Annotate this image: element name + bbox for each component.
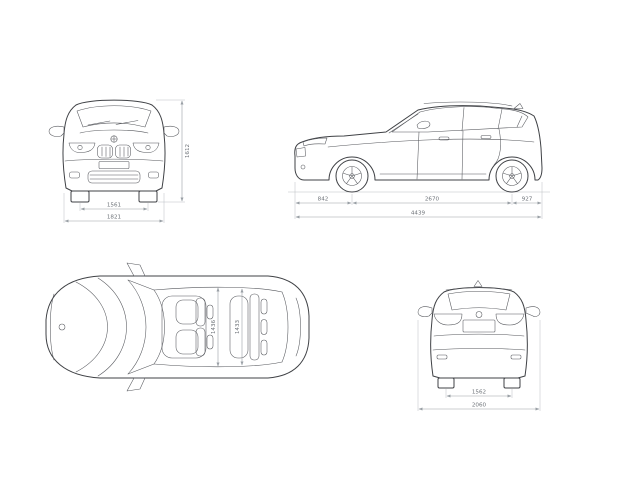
rear-door-seam — [461, 130, 464, 180]
rear-spoiler-line — [445, 287, 513, 291]
mirror-bottom — [126, 377, 146, 392]
dim-label-height: 1612 — [185, 144, 191, 158]
rear-view-drawing: 1562 2060 — [417, 280, 541, 411]
kidney-grille-right — [115, 144, 131, 159]
dim-label-rear-track: 1562 — [472, 390, 486, 396]
rear-glass-arc — [281, 291, 289, 363]
hood-roundel-icon — [58, 323, 66, 331]
side-view-drawing: 842 2670 927 4439 — [288, 101, 550, 219]
roof-side-lines — [153, 286, 283, 368]
rear-bumper-line — [432, 348, 526, 351]
dim-label-wheelbase: 2670 — [425, 197, 440, 203]
front-seats — [175, 297, 214, 357]
front-right-mirror — [163, 125, 180, 137]
mirror-top — [126, 262, 146, 277]
d-pillar-line — [516, 115, 523, 128]
rear-body-outline — [430, 287, 528, 379]
front-body-outline — [62, 99, 166, 192]
wiper-icon — [87, 120, 139, 126]
front-view-drawing: 1612 1561 1821 — [48, 99, 191, 223]
top-dimensions: 1436 1433 — [211, 287, 244, 367]
fog-lamp-right — [148, 171, 159, 179]
top-car-body — [45, 262, 310, 392]
front-left-mirror — [48, 125, 65, 137]
rear-mirror-right — [525, 306, 541, 317]
lower-intake — [87, 170, 141, 184]
rear-wheel-left — [437, 377, 455, 389]
hatch-bottom-line — [433, 333, 525, 337]
front-wheel — [335, 159, 369, 193]
side-mirror — [416, 120, 431, 129]
dim-label-front-track: 1561 — [107, 203, 122, 209]
sunroof-outline — [161, 295, 207, 359]
rear-dimensions: 1562 2060 — [417, 320, 541, 411]
front-bumper-line — [50, 293, 55, 361]
side-fog-lamp — [300, 164, 306, 170]
taillight-right — [495, 313, 525, 326]
windshield-base-arc — [127, 279, 147, 375]
rear-window — [447, 291, 511, 311]
front-wheel-right — [138, 190, 158, 203]
headlight-left — [68, 142, 96, 153]
dim-label-front-overhang: 842 — [318, 197, 329, 203]
rear-wheel-right — [503, 377, 521, 389]
headlight-right-lens — [145, 145, 151, 150]
front-car-body — [48, 99, 180, 203]
rear-mirror-left — [417, 306, 433, 317]
front-wheel-left — [70, 190, 90, 203]
dim-label-rear-interior-width: 1433 — [235, 319, 241, 334]
top-view-drawing: 1436 1433 — [45, 262, 310, 392]
license-plate — [98, 161, 130, 169]
brand-roundel-cross — [110, 135, 118, 143]
side-headlight — [302, 137, 328, 147]
side-grille — [295, 147, 306, 158]
side-dimensions: 842 2670 927 4439 — [294, 182, 543, 219]
rear-bench-seat — [229, 293, 268, 361]
headlight-left-lens — [77, 145, 83, 150]
hatch-edge-arc — [295, 297, 301, 357]
windshield-top-arc — [153, 289, 165, 365]
side-body-outline — [294, 105, 543, 181]
dim-label-front-interior-width: 1436 — [211, 319, 217, 334]
dim-label-rear-overhang: 927 — [522, 197, 533, 203]
dim-label-front-width: 1821 — [107, 215, 122, 221]
hood-crease-right — [97, 277, 127, 377]
rear-car-body — [417, 280, 541, 389]
dim-label-rear-width: 2060 — [472, 403, 487, 409]
a-pillar-line — [388, 113, 419, 134]
top-body-outline — [45, 275, 310, 379]
intake-slats — [89, 174, 139, 180]
front-door-seam — [416, 131, 420, 180]
side-car-body — [288, 101, 550, 193]
rear-license-plate — [462, 319, 496, 333]
roof-rail — [423, 101, 513, 107]
b-pillar-line — [461, 107, 465, 132]
headlight-right — [132, 142, 160, 153]
front-dimensions: 1612 1561 1821 — [63, 99, 191, 223]
quarter-seam — [493, 128, 501, 166]
rear-antenna-fin-icon — [473, 280, 483, 287]
rear-wheel — [495, 159, 529, 193]
kidney-grille-left — [97, 144, 113, 159]
hood-crease — [79, 129, 149, 134]
taillight-left — [433, 313, 463, 326]
c-pillar-line — [497, 108, 503, 130]
fog-lamp-left — [69, 171, 80, 179]
reflector-left — [436, 354, 448, 360]
door-handle-rear — [480, 135, 492, 139]
bumper-line — [64, 158, 164, 162]
rear-roundel-icon — [475, 311, 483, 318]
reflector-right — [510, 354, 522, 360]
grille-slats — [101, 146, 129, 157]
character-line — [327, 138, 535, 148]
door-handle-front — [438, 136, 450, 141]
antenna-fin-icon — [513, 103, 524, 109]
front-windshield — [76, 105, 152, 128]
dim-label-length: 4439 — [411, 211, 426, 217]
hood-crease-left — [75, 281, 108, 373]
a-pillars — [127, 279, 155, 375]
side-glasshouse — [391, 106, 529, 133]
